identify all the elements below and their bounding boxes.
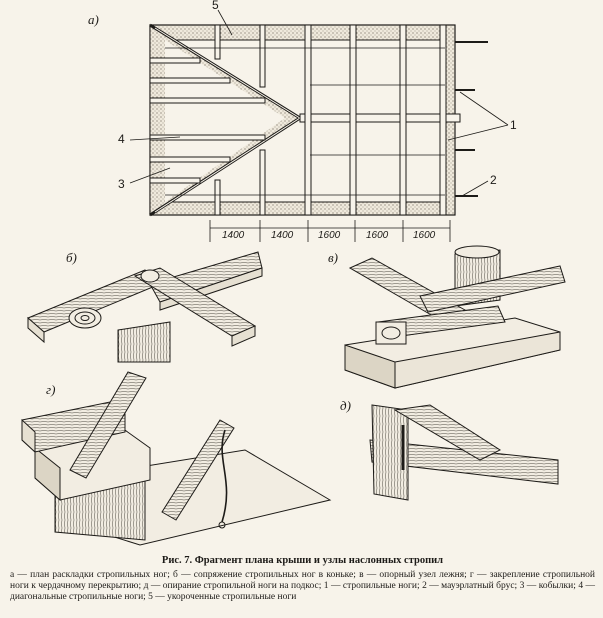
- callout-5: 5: [212, 0, 219, 12]
- callout-2: 2: [490, 173, 497, 187]
- ridge-beam: [299, 113, 461, 123]
- dimension-chain: [209, 220, 451, 242]
- panel-g-floor-fastening: г): [21, 371, 332, 546]
- panel-a-plan: а): [88, 0, 517, 242]
- caption-title: Рис. 7. Фрагмент плана крыши и узлы насл…: [161, 555, 444, 566]
- callout-1: 1: [510, 118, 517, 132]
- callout-4: 4: [118, 132, 125, 146]
- roof-rafter-figure: а): [21, 0, 566, 546]
- panel-b-ridge-joint: б): [27, 250, 263, 363]
- dimension-4: 1600: [366, 230, 389, 241]
- dimension-5: 1600: [413, 230, 436, 241]
- dimension-2: 1400: [271, 230, 294, 241]
- rafter-ends: [455, 41, 488, 197]
- figure-caption: Рис. 7. Фрагмент плана крыши и узлы насл…: [10, 555, 595, 603]
- panel-v-support-node: в): [328, 245, 566, 389]
- shortened-rafters: [214, 24, 266, 216]
- panel-g-label: г): [46, 382, 55, 397]
- panel-d-label: д): [340, 398, 351, 413]
- jack-rafters: [149, 57, 266, 184]
- callout-3: 3: [118, 177, 125, 191]
- dimension-1: 1400: [222, 230, 245, 241]
- common-rafters: [304, 24, 447, 216]
- panel-v-label: в): [328, 250, 338, 265]
- panel-a-label: а): [88, 12, 99, 27]
- panel-d-strut-support: д): [340, 398, 559, 501]
- caption-body: а — план раскладки стропильных ног; б — …: [10, 570, 595, 602]
- panel-b-label: б): [66, 250, 77, 265]
- dimension-3: 1600: [318, 230, 341, 241]
